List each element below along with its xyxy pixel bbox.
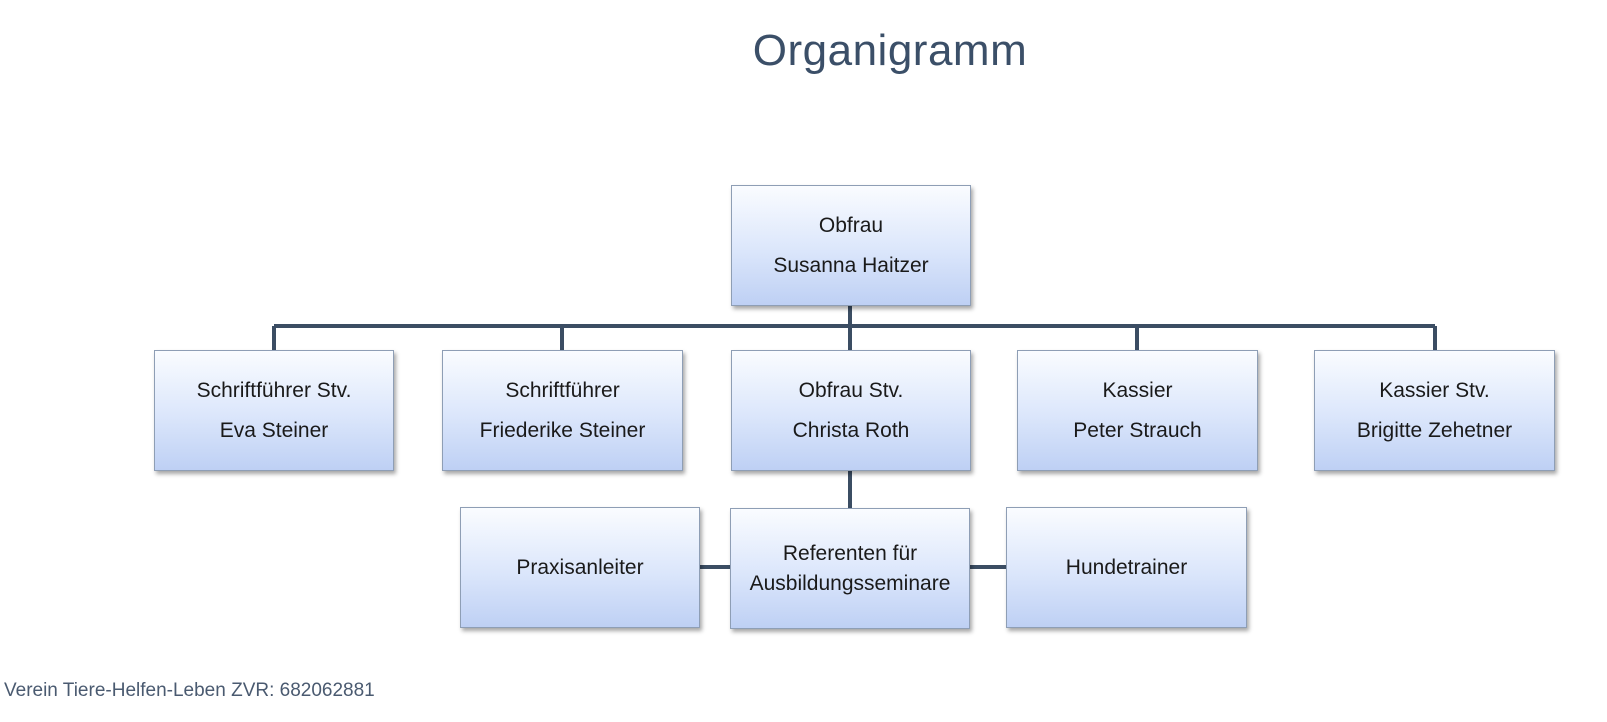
node-kassier-stv: Kassier Stv. Brigitte Zehetner: [1314, 350, 1555, 471]
footer-text: Verein Tiere-Helfen-Leben ZVR: 682062881: [4, 680, 375, 701]
node-schriftfuehrer-stv-name: Eva Steiner: [219, 418, 329, 442]
node-hundetrainer: Hundetrainer: [1006, 507, 1247, 628]
node-obfrau-stv-role: Obfrau Stv.: [798, 379, 904, 403]
node-kassier-stv-name: Brigitte Zehetner: [1356, 418, 1513, 442]
node-referenten: Referenten für Ausbildungsseminare: [730, 508, 970, 629]
node-schriftfuehrer-name: Friederike Steiner: [479, 418, 646, 442]
node-obfrau-stv: Obfrau Stv. Christa Roth: [731, 350, 971, 471]
node-referenten-line1: Referenten für: [782, 542, 918, 566]
node-kassier: Kassier Peter Strauch: [1017, 350, 1258, 471]
page-title: Organigramm: [752, 26, 1028, 75]
node-obfrau: Obfrau Susanna Haitzer: [731, 185, 971, 306]
node-praxisanleiter-label: Praxisanleiter: [516, 555, 644, 579]
node-schriftfuehrer-role: Schriftführer: [505, 379, 620, 403]
node-obfrau-role: Obfrau: [818, 214, 884, 238]
node-obfrau-name: Susanna Haitzer: [773, 253, 929, 277]
node-schriftfuehrer-stv: Schriftführer Stv. Eva Steiner: [154, 350, 394, 471]
node-kassier-role: Kassier: [1102, 379, 1173, 403]
node-praxisanleiter: Praxisanleiter: [460, 507, 700, 628]
node-kassier-name: Peter Strauch: [1073, 418, 1202, 442]
node-kassier-stv-role: Kassier Stv.: [1379, 379, 1490, 403]
node-obfrau-stv-name: Christa Roth: [792, 418, 910, 442]
node-schriftfuehrer: Schriftführer Friederike Steiner: [442, 350, 683, 471]
node-referenten-line2: Ausbildungsseminare: [749, 571, 951, 595]
node-hundetrainer-label: Hundetrainer: [1065, 555, 1188, 579]
node-schriftfuehrer-stv-role: Schriftführer Stv.: [196, 379, 352, 403]
